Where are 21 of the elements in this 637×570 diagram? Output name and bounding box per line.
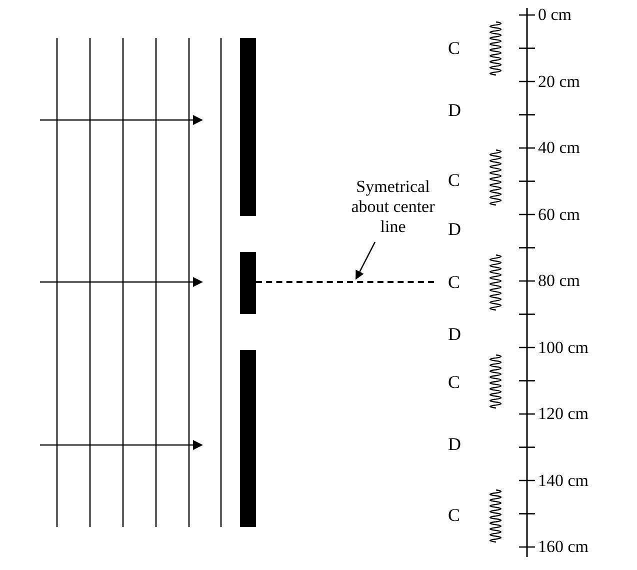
scale-label: 0 cm [538, 5, 572, 25]
pattern-letter: C [448, 505, 460, 525]
scale-label: 60 cm [538, 204, 580, 224]
scale-label: 100 cm [538, 338, 589, 358]
pattern-letter: D [448, 434, 461, 454]
pattern-letter: D [448, 219, 461, 239]
annotation-text: Symetrical about center line [350, 177, 436, 237]
scale-label: 80 cm [538, 271, 580, 291]
scale-label: 40 cm [538, 138, 580, 158]
pattern-letter: C [448, 372, 460, 392]
pattern-letter: C [448, 170, 460, 190]
pattern-letter: C [448, 272, 460, 292]
center-line [256, 281, 434, 283]
pattern-letter: C [448, 38, 460, 58]
scale-label: 140 cm [538, 470, 589, 490]
scale-label: 160 cm [538, 537, 589, 557]
pattern-letter: D [448, 324, 461, 344]
scale-label: 120 cm [538, 404, 589, 424]
leader-line [355, 242, 376, 280]
pattern-letter: D [448, 100, 461, 120]
scale-label: 20 cm [538, 72, 580, 92]
